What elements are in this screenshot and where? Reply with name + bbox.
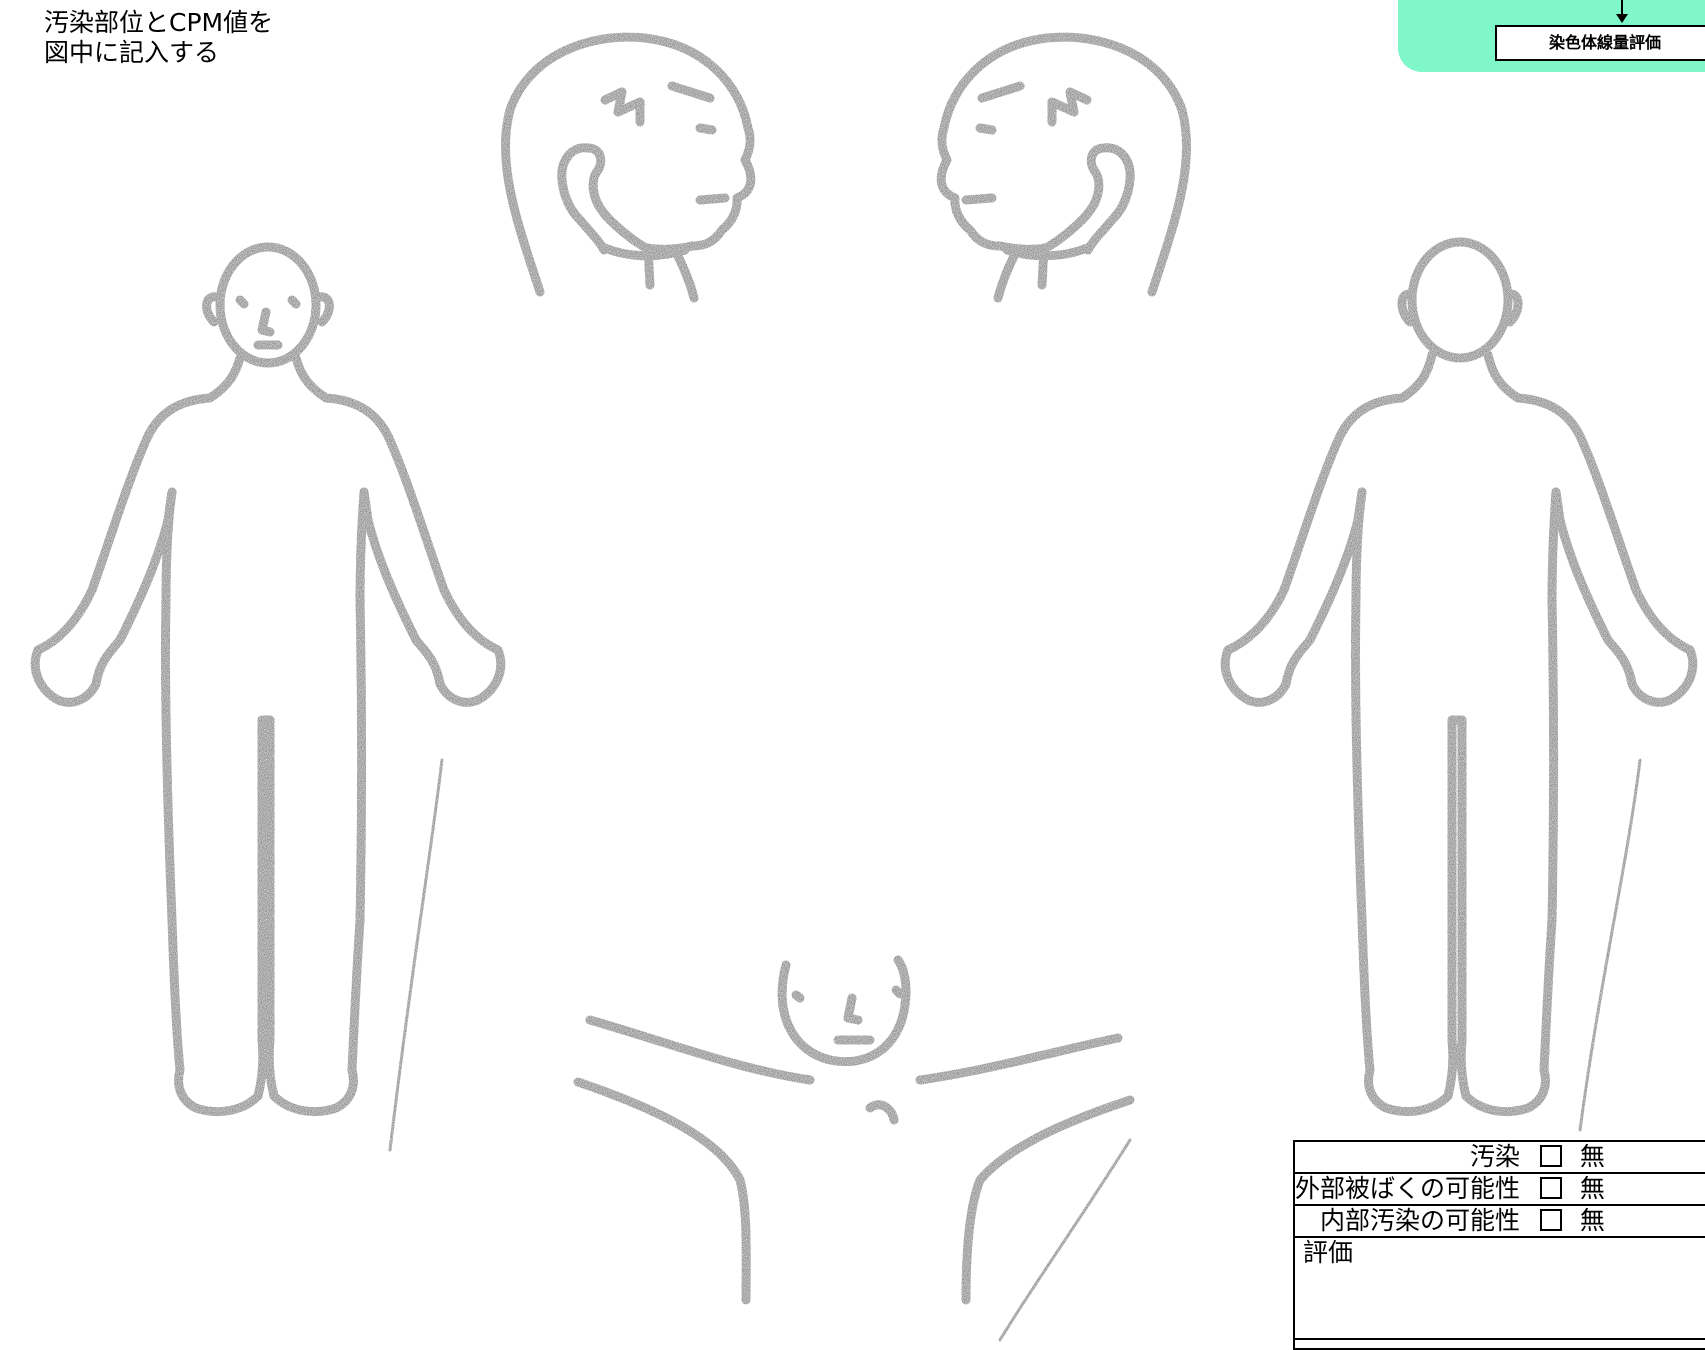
evaluation-table: 汚染 無 外部被ばくの可能性 無 内部汚染の可能性 無 評価	[1293, 1140, 1705, 1350]
body-front-icon[interactable]	[35, 247, 501, 1150]
external-exposure-option: 無	[1580, 1174, 1605, 1203]
head-left-profile-icon[interactable]	[505, 37, 750, 298]
internal-contamination-row: 内部汚染の可能性 無	[1295, 1206, 1705, 1238]
contamination-option: 無	[1580, 1142, 1605, 1171]
contamination-label: 汚染	[1295, 1142, 1520, 1172]
supine-top-view-icon[interactable]	[578, 960, 1130, 1340]
internal-contamination-option: 無	[1580, 1206, 1605, 1235]
evaluation-divider	[1295, 1338, 1705, 1340]
internal-contamination-checkbox[interactable]	[1540, 1209, 1562, 1231]
contamination-row: 汚染 無	[1295, 1142, 1705, 1174]
external-exposure-row: 外部被ばくの可能性 無	[1295, 1174, 1705, 1206]
external-exposure-checkbox[interactable]	[1540, 1177, 1562, 1199]
contamination-checkbox[interactable]	[1540, 1145, 1562, 1167]
evaluation-heading: 評価	[1295, 1238, 1705, 1268]
external-exposure-label: 外部被ばくの可能性	[1295, 1174, 1520, 1204]
head-right-profile-icon[interactable]	[941, 37, 1186, 298]
internal-contamination-label: 内部汚染の可能性	[1295, 1206, 1520, 1236]
body-back-icon[interactable]	[1225, 242, 1693, 1130]
